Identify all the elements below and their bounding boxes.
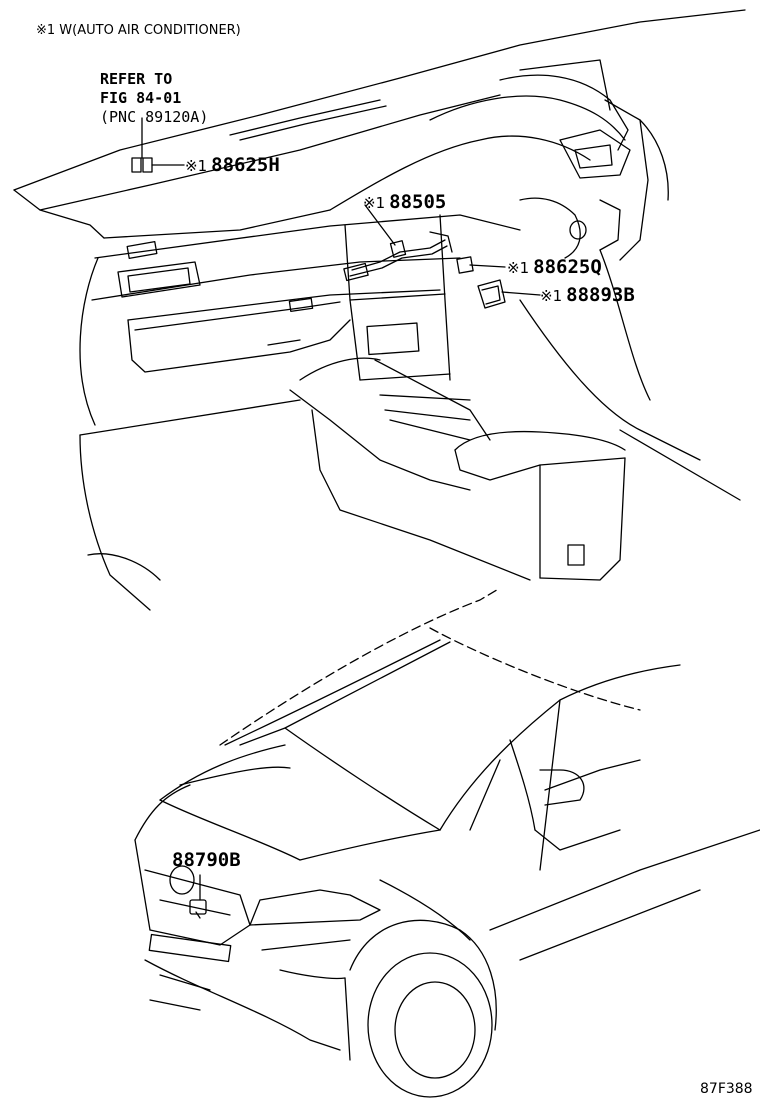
header-note: ※1 W(AUTO AIR CONDITIONER): [36, 23, 241, 38]
callout-88625Q[interactable]: ※1 88625Q: [507, 258, 602, 277]
part-number: 88505: [389, 191, 447, 213]
refer-to-line3: (PNC 89120A): [100, 108, 209, 126]
callout-symbol: ※1: [185, 157, 208, 175]
dashboard-drawing: [13, 9, 746, 611]
callout-88625H[interactable]: ※1 88625H: [185, 156, 280, 175]
vehicle-drawing: [134, 587, 760, 1098]
refer-to-line1: REFER TO: [100, 70, 173, 88]
part-number: 88625Q: [533, 256, 602, 278]
part-number: 88790B: [172, 849, 241, 871]
callout-88505[interactable]: ※1 88505: [363, 193, 446, 212]
callout-88790B[interactable]: 88790B: [172, 851, 241, 870]
figure-code: 87F388: [700, 1081, 753, 1097]
callout-88893B[interactable]: ※1 88893B: [540, 286, 635, 305]
part-number: 88625H: [211, 154, 280, 176]
part-number: 88893B: [566, 284, 635, 306]
refer-to-line2: FIG 84-01: [100, 89, 182, 107]
callout-symbol: ※1: [507, 259, 530, 277]
leader-lines-upper: [141, 117, 541, 296]
callout-symbol: ※1: [363, 194, 386, 212]
callout-symbol: ※1: [540, 287, 563, 305]
